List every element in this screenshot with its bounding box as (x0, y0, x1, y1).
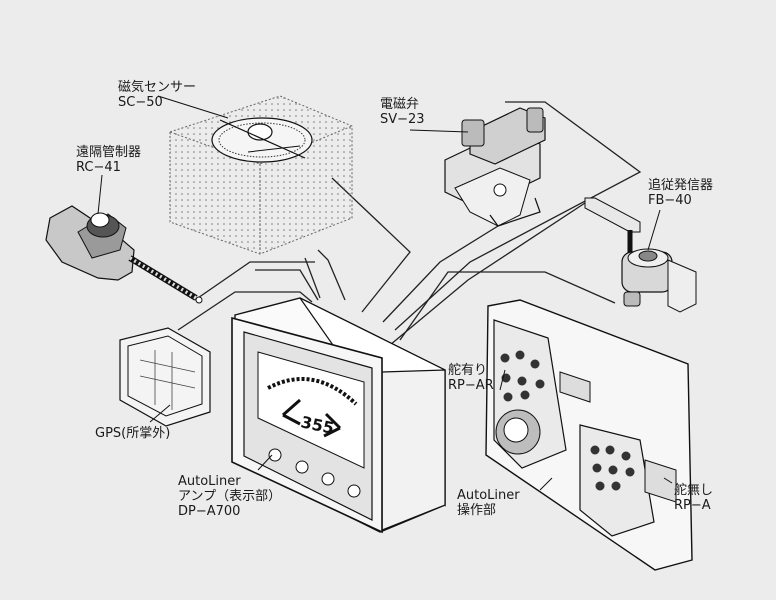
amp-unit-dp-a700: 355 (231, 297, 446, 534)
label-amp-line1: AutoLiner (178, 474, 241, 489)
label-control-unit-line1: AutoLiner (457, 488, 520, 503)
label-solenoid-valve-name: 電磁弁 (380, 97, 420, 112)
label-amp-line3: DP−A700 (178, 504, 241, 519)
label-rudder-with: 舵有り RP−AR (448, 363, 494, 393)
label-solenoid-valve-model: SV−23 (380, 112, 425, 127)
control-panel-plate (485, 299, 693, 571)
label-control-unit-line2: 操作部 (457, 503, 497, 518)
label-remote-control-model: RC−41 (76, 160, 121, 175)
solenoid-valve-sv23 (444, 107, 546, 227)
remote-controller-rc41 (45, 205, 203, 304)
label-magnetic-sensor-name: 磁気センサー (118, 80, 197, 95)
cable-lines (177, 101, 642, 346)
label-solenoid-valve: 電磁弁 SV−23 (380, 97, 425, 127)
label-remote-control-name: 遠隔管制器 (76, 145, 142, 160)
label-rudder-without: 舵無し RP−A (674, 483, 713, 513)
label-follow-up: 追従発信器 FB−40 (648, 178, 713, 208)
label-follow-up-model: FB−40 (648, 193, 692, 208)
follow-up-unit-fb40 (584, 197, 697, 313)
label-gps-name: GPS(所掌外) (95, 426, 171, 441)
label-magnetic-sensor-model: SC−50 (118, 95, 163, 110)
label-magnetic-sensor: 磁気センサー SC−50 (118, 80, 196, 110)
label-rudder-with-model: RP−AR (448, 378, 494, 393)
gps-unit (119, 327, 211, 427)
label-gps: GPS(所掌外) (95, 426, 170, 441)
label-control-unit: AutoLiner 操作部 (457, 488, 520, 518)
leader-lines (97, 95, 673, 491)
label-remote-control: 遠隔管制器 RC−41 (76, 145, 141, 175)
label-rudder-with-name: 舵有り (448, 363, 488, 378)
label-amp: AutoLiner アンプ（表示部） DP−A700 (178, 474, 281, 519)
label-follow-up-name: 追従発信器 (648, 178, 714, 193)
label-rudder-without-model: RP−A (674, 498, 711, 513)
label-rudder-without-name: 舵無し (674, 483, 714, 498)
magnetic-sensor-sc50 (169, 95, 353, 255)
label-amp-line2: アンプ（表示部） (178, 489, 282, 504)
